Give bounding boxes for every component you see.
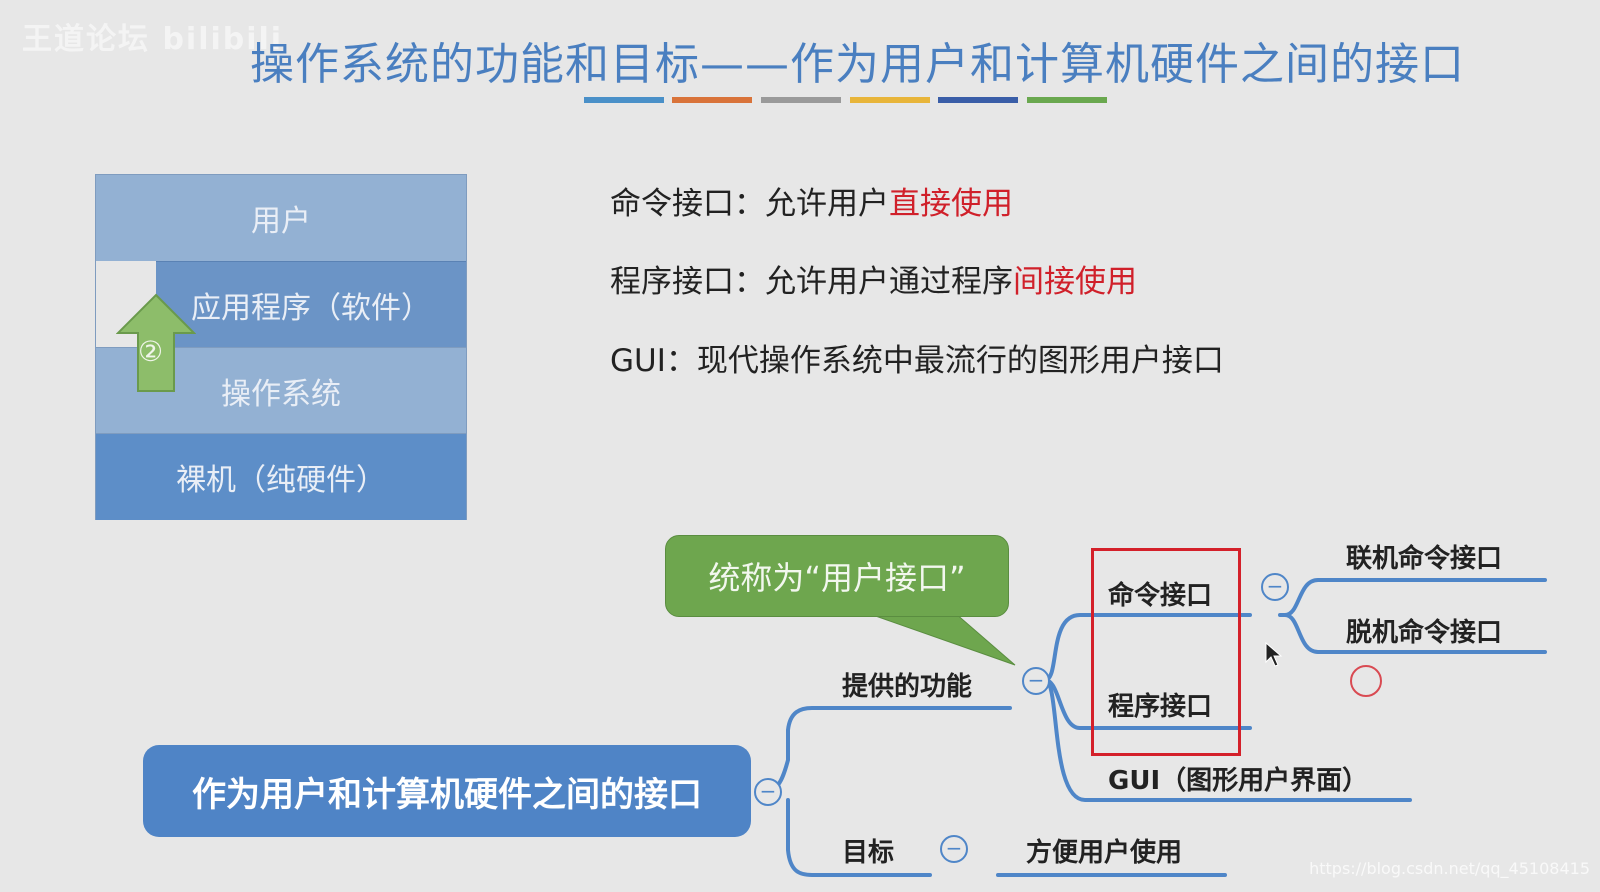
- def-command-highlight: 直接使用: [889, 186, 1013, 222]
- node-provide[interactable]: 提供的功能: [842, 672, 973, 702]
- node-command-interface[interactable]: 命令接口: [1108, 581, 1213, 611]
- collapse-icon-goal[interactable]: −: [940, 835, 968, 863]
- node-goal-child[interactable]: 方便用户使用: [1026, 838, 1183, 868]
- accent-bar-6: [1027, 97, 1107, 103]
- def-program-label: 程序接口：: [610, 264, 765, 300]
- collapse-icon-root[interactable]: −: [754, 778, 782, 806]
- layer-user: 用户: [96, 175, 466, 261]
- slide-title: 操作系统的功能和目标——作为用户和计算机硬件之间的接口: [250, 39, 1465, 90]
- collapse-icon-provide[interactable]: −: [1022, 667, 1050, 695]
- mindmap-root-label: 作为用户和计算机硬件之间的接口: [192, 774, 702, 815]
- def-gui-label: GUI：: [610, 343, 697, 379]
- mouse-cursor-icon: [1265, 642, 1283, 667]
- accent-bar-4: [850, 97, 930, 103]
- highlight-box: [1091, 548, 1241, 756]
- collapse-icon-command[interactable]: −: [1261, 573, 1289, 601]
- accent-bar-1: [584, 97, 664, 103]
- node-gui[interactable]: GUI（图形用户界面）: [1108, 766, 1369, 796]
- def-command-text: 允许用户: [765, 186, 889, 222]
- def-gui: GUI：现代操作系统中最流行的图形用户接口: [610, 335, 1224, 380]
- accent-bar-5: [938, 97, 1018, 103]
- node-goal[interactable]: 目标: [842, 838, 895, 868]
- def-gui-text: 现代操作系统中最流行的图形用户接口: [696, 343, 1224, 379]
- layer-diagram: 用户 应用程序（软件） 操作系统 裸机（纯硬件） ②: [95, 174, 467, 520]
- layer-os-label: 操作系统: [221, 377, 341, 412]
- layer-hw: 裸机（纯硬件）: [96, 433, 466, 520]
- callout-bubble: 统称为“用户接口”: [665, 535, 1009, 617]
- layer-app-label: 应用程序（软件）: [191, 291, 431, 326]
- layer-app: 应用程序（软件）: [156, 261, 466, 348]
- up-arrow-icon: [116, 293, 196, 392]
- def-program-highlight: 间接使用: [1013, 264, 1137, 300]
- node-program-interface[interactable]: 程序接口: [1108, 692, 1213, 722]
- def-program: 程序接口：允许用户通过程序间接使用: [610, 256, 1137, 301]
- annotation-circle-icon: [1350, 665, 1382, 697]
- layer-hw-label: 裸机（纯硬件）: [176, 463, 386, 498]
- node-offline-command[interactable]: 脱机命令接口: [1346, 618, 1503, 648]
- mindmap-root[interactable]: 作为用户和计算机硬件之间的接口: [143, 745, 751, 837]
- accent-bar-3: [761, 97, 841, 103]
- callout-text: 统称为“用户接口”: [708, 559, 966, 597]
- accent-bar-2: [672, 97, 752, 103]
- layer-user-label: 用户: [251, 204, 311, 239]
- def-program-text: 允许用户通过程序: [765, 264, 1013, 300]
- def-command-label: 命令接口：: [610, 186, 765, 222]
- source-url: https://blog.csdn.net/qq_45108415: [1309, 859, 1590, 878]
- step-marker: ②: [138, 335, 164, 368]
- def-command: 命令接口：允许用户直接使用: [610, 178, 1013, 223]
- node-online-command[interactable]: 联机命令接口: [1346, 544, 1503, 574]
- watermark-logo: 王道论坛 bilibili: [22, 22, 284, 57]
